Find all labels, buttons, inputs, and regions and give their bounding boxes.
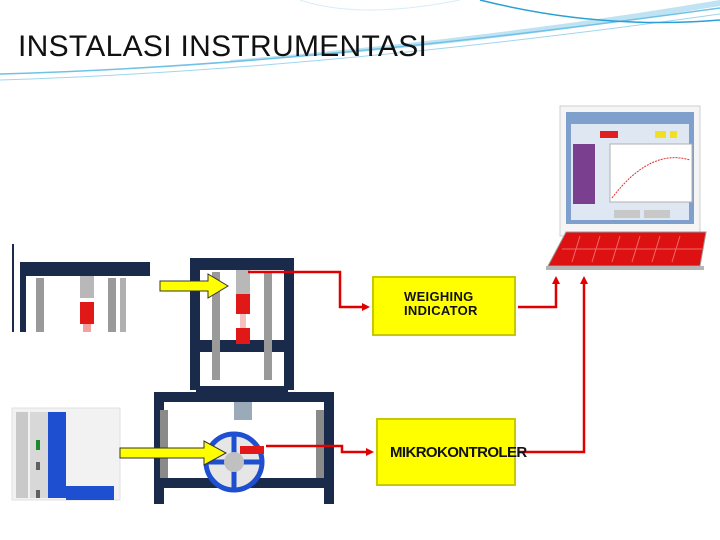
mikrokontroler-label: MIKROKONTROLER <box>390 444 527 461</box>
weighing-indicator-line1: WEIGHING <box>404 289 474 304</box>
weighing-indicator-box: WEIGHING INDICATOR <box>372 276 516 336</box>
slide-title: INSTALASI INSTRUMENTASI <box>18 30 428 63</box>
yellow-arrow-icon <box>119 273 229 466</box>
hydraulic-cylinder-photo <box>11 407 121 501</box>
mikrokontroler-box: MIKROKONTROLER <box>376 418 527 486</box>
red-arrow-icon <box>248 270 588 456</box>
weighing-indicator-line2: INDICATOR <box>404 303 478 318</box>
